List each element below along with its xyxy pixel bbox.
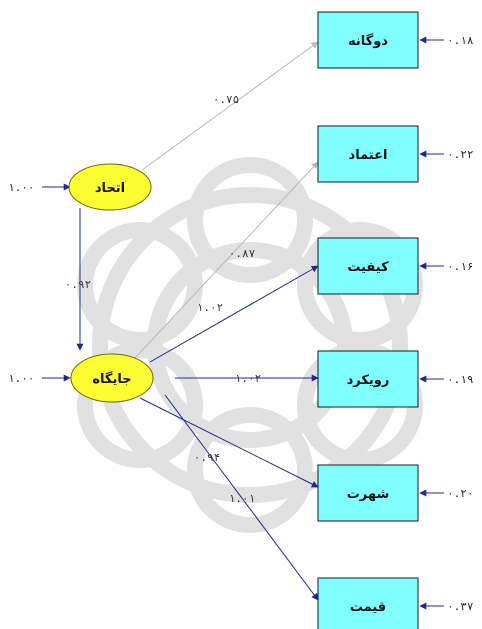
indicator-gheymat-label: قیمت (350, 600, 386, 615)
path-jaygah-keyfiat: ۱.۰۲ (149, 265, 319, 363)
indicator-keyfiat-label: کیفیت (347, 260, 389, 275)
coef-ettehad-dogane: ۰.۷۵ (213, 93, 240, 106)
error-keyfiat-value: ۰.۱۶ (447, 260, 474, 273)
indicator-gheymat-box (317, 577, 419, 629)
error-dogane-value: ۰.۱۸ (447, 34, 474, 47)
indicator-etemad[interactable]: اعتماد ۰.۲۲ (317, 125, 474, 183)
coef-jaygah-ruykard: ۱.۰۲ (235, 372, 262, 385)
indicator-ruykard-label: رویکرد (347, 373, 390, 388)
error-gheymat-value: ۰.۳۷ (447, 600, 474, 613)
path-jaygah-gheymat: ۱.۰۱ (164, 394, 319, 601)
variance-ettehad: ۱.۰۰ (8, 181, 71, 194)
error-etemad-value: ۰.۲۲ (447, 148, 474, 161)
indicator-gheymat[interactable]: قیمت ۰.۳۷ (317, 577, 474, 629)
path-ettehad-dogane: ۰.۷۵ (141, 41, 319, 171)
error-shohrat-value: ۰.۲۰ (447, 487, 474, 500)
indicator-dogane-box (317, 11, 419, 69)
path-jaygah-etemad: ۰.۸۷ (134, 161, 319, 359)
path-ettehad-jaygah: ۰.۹۲ (65, 208, 92, 351)
indicator-ruykard[interactable]: رویکرد ۰.۱۹ (317, 350, 474, 408)
indicator-ruykard-box (317, 350, 419, 408)
coef-jaygah-etemad: ۰.۸۷ (229, 247, 256, 260)
path-jaygah-ruykard: ۱.۰۲ (175, 372, 319, 385)
latent-jaygah-label: جایگاه (92, 371, 131, 387)
indicator-shohrat-box (317, 464, 419, 522)
variance-jaygah-value: ۱.۰۰ (8, 372, 35, 385)
indicator-shohrat[interactable]: شهرت ۰.۲۰ (317, 464, 474, 522)
coef-jaygah-keyfiat: ۱.۰۲ (197, 301, 224, 314)
coef-ettehad-jaygah: ۰.۹۲ (65, 278, 92, 291)
indicator-keyfiat-box (317, 237, 419, 295)
latent-jaygah[interactable]: جایگاه (70, 353, 154, 403)
indicator-dogane-label: دوگانه (348, 33, 388, 49)
error-ruykard-value: ۰.۱۹ (447, 373, 474, 386)
coef-jaygah-shohrat: ۰.۹۴ (194, 451, 221, 464)
indicator-keyfiat[interactable]: کیفیت ۰.۱۶ (317, 237, 474, 295)
variance-jaygah: ۱.۰۰ (8, 372, 71, 385)
indicator-dogane[interactable]: دوگانه ۰.۱۸ (317, 11, 474, 69)
indicator-boxes: دوگانه ۰.۱۸ اعتماد ۰.۲۲ کیفیت ۰.۱۶ رویکرد ۰.۱۹ ش… (317, 11, 474, 629)
latent-ettehad[interactable]: اتحاد (68, 163, 152, 211)
latent-ettehad-label: اتحاد (95, 181, 125, 196)
indicator-etemad-label: اعتماد (349, 148, 388, 163)
indicator-etemad-box (317, 125, 419, 183)
variance-ettehad-value: ۱.۰۰ (8, 181, 35, 194)
coef-jaygah-gheymat: ۱.۰۱ (229, 492, 256, 505)
indicator-shohrat-label: شهرت (347, 487, 390, 502)
